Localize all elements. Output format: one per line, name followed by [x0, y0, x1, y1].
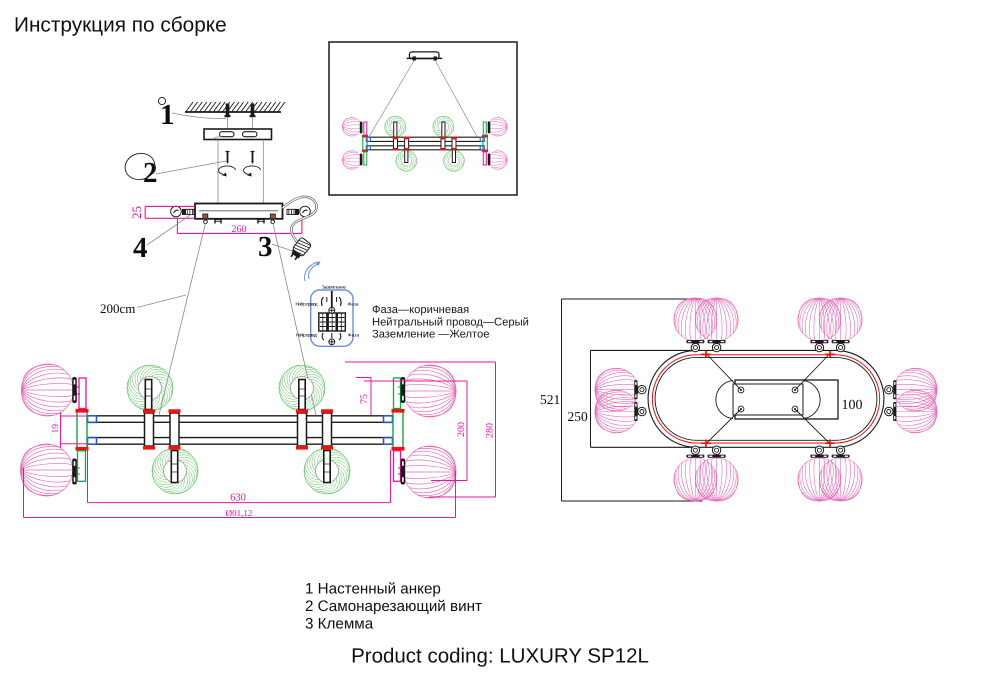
svg-text:3 Клемма: 3 Клемма [305, 616, 374, 633]
svg-text:Нейтр. провод: Нейтр. провод [296, 333, 317, 338]
svg-text:19: 19 [51, 424, 61, 434]
svg-text:630: 630 [230, 493, 246, 504]
svg-text:521: 521 [540, 392, 560, 407]
svg-text:4: 4 [133, 232, 148, 264]
svg-text:2 Самонарезающий винт: 2 Самонарезающий винт [305, 598, 482, 615]
svg-text:Фаза: Фаза [348, 302, 359, 307]
svg-text:260: 260 [232, 224, 247, 235]
svg-text:1: 1 [160, 99, 175, 131]
svg-text:Фаза—коричневая: Фаза—коричневая [372, 304, 469, 316]
svg-text:75: 75 [359, 394, 370, 404]
svg-text:Product coding: LUXURY SP12L: Product coding: LUXURY SP12L [351, 645, 649, 668]
svg-text:2: 2 [143, 157, 158, 189]
svg-text:1 Настенный анкер: 1 Настенный анкер [305, 581, 441, 598]
svg-text:200: 200 [456, 422, 467, 437]
svg-text:Заземление: Заземление [322, 285, 346, 290]
svg-text:Инструкция по сборке: Инструкция по сборке [14, 14, 227, 37]
svg-text:Нейтральный провод—Серый: Нейтральный провод—Серый [372, 316, 529, 328]
svg-text:3: 3 [258, 231, 273, 263]
svg-text:Ø01,12: Ø01,12 [226, 508, 253, 518]
svg-text:Фаза: Фаза [348, 333, 359, 338]
svg-text:25: 25 [129, 206, 144, 219]
svg-text:200cm: 200cm [100, 301, 135, 316]
svg-text:100: 100 [842, 398, 863, 413]
svg-text:280: 280 [485, 423, 496, 438]
svg-text:Заземление —Желтое: Заземление —Желтое [372, 329, 489, 341]
svg-text:250: 250 [568, 409, 589, 424]
svg-text:Нейтр. провод: Нейтр. провод [296, 302, 318, 307]
